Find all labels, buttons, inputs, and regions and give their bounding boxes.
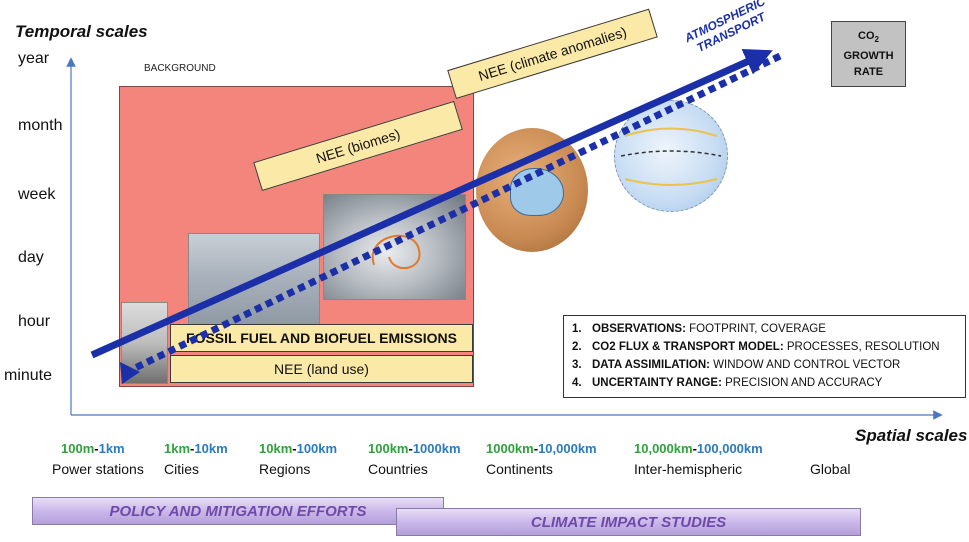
dotted-arrow-head	[120, 362, 140, 384]
scale-range-continents: 1000km-10,000km	[486, 441, 597, 456]
legend-item: 2.CO2 FLUX & TRANSPORT MODEL: PROCESSES,…	[572, 341, 940, 353]
background-label: BACKGROUND	[144, 63, 216, 74]
scale-range-regions: 10km-100km	[259, 441, 338, 456]
region-inter-hemispheric: Inter-hemispheric	[634, 461, 743, 477]
scale-range-countries: 100km-1000km	[368, 441, 461, 456]
globe-circulation-cells-image	[614, 100, 728, 212]
fossil-fuel-emissions-box: FOSSIL FUEL AND BIOFUEL EMISSIONS	[170, 324, 473, 352]
time-label-month: month	[18, 117, 63, 134]
cloud-satellite-image	[323, 194, 466, 300]
region-power-stations: Power stations	[52, 461, 144, 477]
time-label-minute: minute	[4, 367, 53, 384]
time-label-day: day	[18, 249, 44, 266]
time-label-hour: hour	[18, 313, 51, 330]
region-continents: Continents	[486, 461, 553, 477]
y-axis-title: Temporal scales	[15, 22, 148, 41]
scale-range-cities: 1km-10km	[164, 441, 228, 456]
circulation-lines-icon	[620, 127, 722, 186]
region-cities: Cities	[164, 461, 200, 477]
storm-swirl-icon	[371, 234, 421, 270]
legend-item: 3.DATA ASSIMILATION: WINDOW AND CONTROL …	[572, 359, 901, 371]
polar-region-icon	[510, 168, 564, 216]
atmospheric-transport-arrow	[90, 48, 773, 359]
time-label-year: year	[18, 50, 50, 67]
scale-range-power: 100m-1km	[61, 441, 125, 456]
legend-item: 4.UNCERTAINTY RANGE: PRECISION AND ACCUR…	[572, 377, 883, 389]
time-label-week: week	[18, 186, 56, 203]
nee-land-use-box: NEE (land use)	[170, 355, 473, 383]
region-countries: Countries	[368, 461, 428, 477]
x-axis-title: Spatial scales	[855, 426, 968, 445]
scale-range-hemispheric: 10,000km-100,000km	[634, 441, 763, 456]
co2-growth-rate-box: CO2 GROWTH RATE	[831, 21, 906, 87]
legend-box: 1.OBSERVATIONS: FOOTPRINT, COVERAGE 2.CO…	[563, 315, 966, 398]
policy-mitigation-band: POLICY AND MITIGATION EFFORTS	[32, 497, 444, 525]
region-regions: Regions	[259, 461, 311, 477]
legend-item: 1.OBSERVATIONS: FOOTPRINT, COVERAGE	[572, 323, 826, 335]
region-global: Global	[810, 461, 851, 477]
climate-impact-band: CLIMATE IMPACT STUDIES	[396, 508, 861, 536]
